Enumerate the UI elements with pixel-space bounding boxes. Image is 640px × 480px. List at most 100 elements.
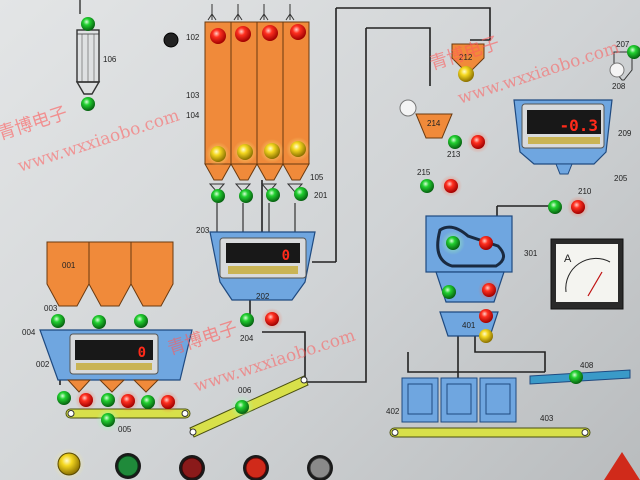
lamp-408 <box>569 370 583 384</box>
lamp-002-6 <box>161 395 175 409</box>
label-201: 201 <box>314 191 328 200</box>
label-002: 002 <box>36 360 50 369</box>
weigh-display-center: 0 <box>282 248 290 264</box>
lamp-003-2 <box>92 315 106 329</box>
mixer-301 <box>425 215 513 337</box>
label-207: 207 <box>616 40 630 49</box>
label-104: 104 <box>186 111 200 120</box>
label-212: 212 <box>459 53 473 62</box>
lamp-valve-1 <box>211 189 225 203</box>
label-401: 401 <box>462 321 476 330</box>
weigh-hopper-209 <box>513 51 633 175</box>
label-103: 103 <box>186 91 200 100</box>
label-402: 402 <box>386 407 400 416</box>
lamp-106-top <box>81 17 95 31</box>
lamp-204-red <box>265 312 279 326</box>
belt-conveyor-403 <box>389 427 591 438</box>
lamp-silo-4 <box>290 24 306 40</box>
label-004: 004 <box>22 328 36 337</box>
lamp-002-5 <box>141 395 155 409</box>
watermark-cn-1: 青博电子 <box>0 103 70 145</box>
lamp-003-1 <box>51 314 65 328</box>
lamp-006 <box>235 400 249 414</box>
lamp-silo-2 <box>235 26 251 42</box>
label-204: 204 <box>240 334 254 343</box>
label-003: 003 <box>44 304 58 313</box>
lamp-207 <box>627 45 640 59</box>
lamp-210-red <box>571 200 585 214</box>
lamp-silo-low-3 <box>264 143 280 159</box>
lamp-silo-low-1 <box>210 146 226 162</box>
warning-triangle-icon <box>604 452 640 480</box>
lamp-silo-3 <box>262 25 278 41</box>
lamp-valve-4 <box>294 187 308 201</box>
label-005: 005 <box>118 425 132 434</box>
lamp-005 <box>101 413 115 427</box>
gray-button[interactable] <box>309 457 331 479</box>
lamp-003-3 <box>134 314 148 328</box>
label-102: 102 <box>186 33 200 42</box>
label-208: 208 <box>612 82 626 91</box>
lamp-215-green <box>420 179 434 193</box>
label-001: 001 <box>62 261 76 270</box>
ammeter-unit: A <box>564 253 572 265</box>
ammeter <box>550 238 624 310</box>
silo-bank-103-104 <box>204 4 310 232</box>
lamp-301-green <box>446 236 460 250</box>
lamp-215-red <box>444 179 458 193</box>
lamp-valve-2 <box>239 189 253 203</box>
lamp-301-discharge-red <box>482 283 496 297</box>
lamp-208 <box>609 62 625 78</box>
label-403: 403 <box>540 414 554 423</box>
lamp-002-1 <box>57 391 71 405</box>
label-215: 215 <box>417 168 431 177</box>
dust-collector-106 <box>75 0 101 95</box>
label-301: 301 <box>524 249 538 258</box>
lamp-silo-1 <box>210 28 226 44</box>
green-start-button[interactable] <box>117 455 139 477</box>
lamp-401-red <box>479 309 493 323</box>
label-213: 213 <box>447 150 461 159</box>
dark-red-button[interactable] <box>181 457 203 479</box>
weigh-display-left: 0 <box>138 345 146 361</box>
hopper-214 <box>415 113 453 139</box>
lamp-401-yellow <box>479 329 493 343</box>
lamp-002-3 <box>101 393 115 407</box>
lamp-002-2 <box>79 393 93 407</box>
control-buttons <box>53 448 333 480</box>
label-214: 214 <box>427 119 441 128</box>
trucks-402 <box>401 377 517 423</box>
weigh-display-right: -0.3 <box>559 116 598 135</box>
weigh-hopper-002 <box>39 329 193 393</box>
label-209: 209 <box>618 129 632 138</box>
yellow-pilot-button[interactable] <box>57 452 81 476</box>
lamp-213-green <box>448 135 462 149</box>
lamp-210-green <box>548 200 562 214</box>
label-105: 105 <box>310 173 324 182</box>
lamp-silo-low-4 <box>290 141 306 157</box>
aggregate-bins-001 <box>46 241 174 307</box>
weigh-hopper-202 <box>209 231 316 301</box>
red-stop-button[interactable] <box>245 457 267 479</box>
lamp-102 <box>163 32 179 48</box>
label-106: 106 <box>103 55 117 64</box>
label-202: 202 <box>256 292 270 301</box>
lamp-002-4 <box>121 394 135 408</box>
indicator-lamps <box>51 17 640 432</box>
label-205: 205 <box>614 174 628 183</box>
label-408: 408 <box>580 361 594 370</box>
watermark-cn-3: 青博电子 <box>165 318 240 360</box>
lamp-106-bottom <box>81 97 95 111</box>
label-210: 210 <box>578 187 592 196</box>
lamp-silo-low-2 <box>237 144 253 160</box>
lamp-213-red <box>471 135 485 149</box>
lamp-301-red <box>479 236 493 250</box>
lamp-212 <box>458 66 474 82</box>
lamp-204-green <box>240 313 254 327</box>
lamp-301-discharge-green <box>442 285 456 299</box>
lamp-214-white <box>399 99 417 117</box>
label-006: 006 <box>238 386 252 395</box>
lamp-valve-3 <box>266 188 280 202</box>
